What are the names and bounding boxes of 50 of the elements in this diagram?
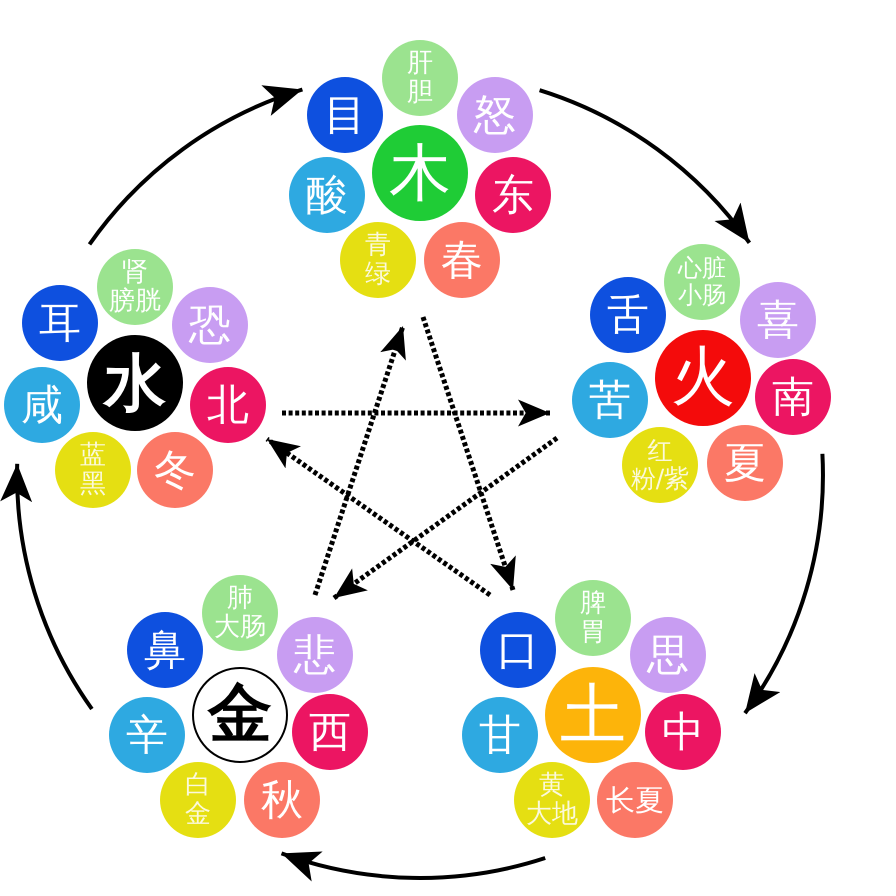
attribute-circle: 冬 [137,432,213,508]
attribute-circle: 青绿 [340,222,416,298]
dotted-arrow [420,316,516,591]
element-circle: 木 [372,125,468,221]
attribute-circle: 黄大地 [514,762,590,838]
attribute-circle: 蓝黑 [55,432,131,508]
attribute-circle: 恐 [172,287,248,363]
attribute-circle: 脾胃 [555,580,631,656]
dotted-arrow [266,436,492,598]
attribute-circle: 东 [475,157,551,233]
attribute-circle: 辛 [109,697,185,773]
attribute-circle: 鼻 [127,612,203,688]
attribute-circle: 怒 [457,77,533,153]
attribute-circle: 春 [424,222,500,298]
attribute-circle: 苦 [572,362,648,438]
attribute-circle: 思 [630,617,706,693]
attribute-circle: 悲 [277,617,353,693]
attribute-circle: 肺大肠 [202,575,278,651]
attribute-circle: 夏 [707,425,783,501]
attribute-circle: 耳 [22,285,98,361]
element-circle: 水 [87,335,183,431]
attribute-circle: 喜 [740,282,816,358]
attribute-circle: 酸 [289,157,365,233]
attribute-circle: 南 [755,359,831,435]
dotted-arrow [312,325,406,596]
attribute-circle: 心脏小肠 [664,244,740,320]
attribute-circle: 口 [480,612,556,688]
attribute-circle: 咸 [4,367,80,443]
attribute-circle: 中 [645,694,721,770]
attribute-circle: 西 [292,694,368,770]
attribute-circle: 白金 [160,762,236,838]
attribute-circle: 目 [307,77,383,153]
curved-arrow [2,464,94,710]
attribute-circle: 秋 [244,762,320,838]
attribute-circle: 长夏 [597,762,673,838]
attribute-circle: 北 [190,367,266,443]
curved-arrow [280,849,546,880]
dotted-arrow [332,436,558,600]
attribute-circle: 甘 [462,697,538,773]
attribute-circle: 舌 [590,277,666,353]
attribute-circle: 肾膀胱 [97,249,173,325]
element-circle: 土 [545,667,641,763]
element-circle: 火 [655,330,751,426]
attribute-circle: 肝胆 [382,40,458,116]
curved-arrow [88,88,304,246]
dotted-arrow [282,400,550,426]
curved-arrow [743,454,824,714]
curved-arrow [538,88,751,244]
element-circle: 金 [192,667,288,763]
attribute-circle: 红粉/紫 [622,427,698,503]
